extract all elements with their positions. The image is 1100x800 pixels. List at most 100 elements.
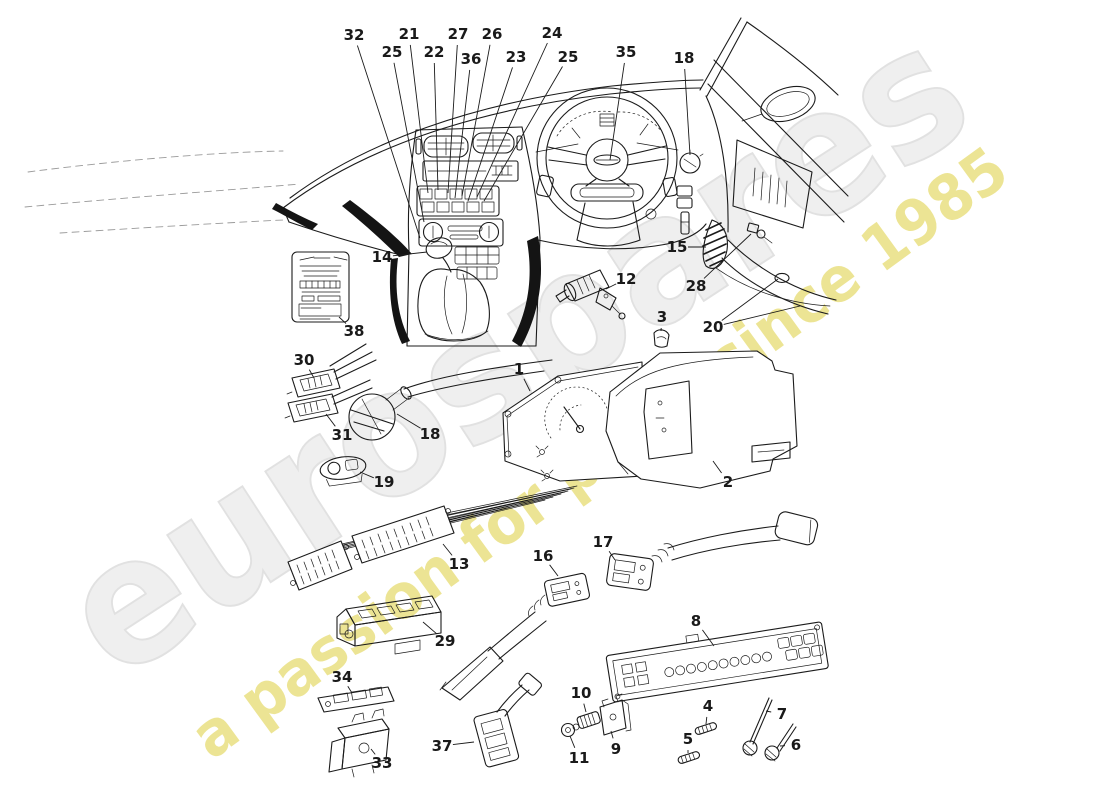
leader-line (396, 413, 421, 429)
leader-line (442, 543, 453, 556)
steering-column (536, 174, 678, 247)
leader-line (605, 283, 617, 290)
part-number-label: 30 (294, 351, 315, 369)
leader-line (684, 68, 691, 156)
part-number-label: 26 (482, 25, 503, 43)
callout-15: 15 (667, 238, 706, 256)
leader-line (476, 42, 548, 198)
callout-21: 21 (399, 25, 429, 194)
part-number-label: 34 (332, 668, 353, 686)
steering-wheel (535, 87, 679, 247)
callout-7: 7 (765, 705, 787, 723)
callout-25: 25 (382, 43, 425, 223)
part-17-column-stalk (606, 511, 819, 591)
watermark: eurospares a passion for parts since 198… (27, 0, 1021, 773)
callout-18: 18 (674, 49, 695, 156)
leader-line (703, 233, 752, 279)
part-number-label: 22 (424, 43, 445, 61)
leader-line (370, 748, 376, 755)
part-number-label: 13 (449, 555, 470, 573)
part-19-switch (319, 456, 367, 487)
part-30-connector (291, 343, 377, 398)
leader-line (433, 62, 439, 191)
gear-shifter (417, 237, 500, 342)
part-number-label: 24 (542, 24, 563, 42)
callout-5: 5 (683, 730, 693, 753)
callout-20: 20 (703, 278, 801, 336)
specification-label (291, 251, 350, 323)
callout-3: 3 (657, 308, 667, 332)
callout-9: 9 (610, 730, 621, 758)
center-console (389, 126, 542, 347)
part-number-label: 5 (683, 730, 693, 748)
part-10-barrel (572, 711, 601, 731)
leader-line (461, 44, 491, 197)
part-number-label: 4 (703, 697, 713, 715)
leader-line (569, 735, 576, 748)
leader-line (325, 413, 336, 427)
leader-line (610, 730, 614, 739)
part-number-label: 21 (399, 25, 420, 43)
part-number-label: 3 (657, 308, 667, 326)
leader-line (409, 44, 429, 194)
part-number-label: 16 (533, 547, 554, 565)
callout-17: 17 (593, 533, 616, 561)
leader-line (523, 378, 531, 392)
part-number-label: 6 (791, 736, 801, 754)
door-panel (699, 17, 849, 315)
callout-11: 11 (569, 735, 589, 767)
callout-38: 38 (338, 316, 364, 340)
part-number-label: 18 (674, 49, 695, 67)
part-number-label: 27 (448, 25, 469, 43)
switch-bank (416, 185, 500, 217)
callout-22: 22 (424, 43, 445, 191)
leader-line (549, 564, 559, 577)
part-4-pin (694, 722, 718, 735)
grommet (774, 272, 790, 284)
callout-6: 6 (779, 736, 801, 754)
leader-line (712, 460, 722, 474)
part-31-connector (284, 379, 373, 423)
part-number-label: 1 (514, 360, 524, 378)
part-number-label: 7 (777, 705, 787, 723)
part-number-label: 20 (703, 318, 724, 336)
part-number-label: 32 (344, 26, 365, 44)
callout-24: 24 (476, 24, 563, 198)
leader-line (452, 741, 475, 746)
callout-29: 29 (422, 621, 456, 650)
leader-line (705, 716, 708, 725)
leader-line (702, 629, 715, 647)
part-29-switch-pack (336, 595, 442, 655)
leader-line (609, 62, 625, 161)
part-number-label: 33 (372, 754, 393, 772)
part-number-label: 28 (686, 277, 707, 295)
radio-slot (422, 160, 519, 182)
leader-line (765, 710, 772, 713)
part-number-label: 31 (332, 426, 353, 444)
part-number-label: 29 (435, 632, 456, 650)
watermark-brand-text: eurospares (28, 0, 1002, 718)
callout-35: 35 (609, 43, 636, 161)
callout-2: 2 (712, 460, 733, 491)
callout-14: 14 (372, 248, 428, 266)
callout-1: 1 (514, 360, 531, 392)
scuttle-lines (24, 150, 301, 234)
leader-line (422, 621, 437, 635)
part-number-label: 25 (382, 43, 403, 61)
callout-4: 4 (703, 697, 713, 725)
callout-28: 28 (686, 233, 752, 295)
callout-27: 27 (447, 25, 469, 194)
part-9-micro-switch (599, 693, 632, 736)
part-number-label: 14 (372, 248, 393, 266)
gauge-face-behind-wheel (535, 110, 679, 153)
callout-37: 37 (432, 737, 475, 755)
part-6-screw (764, 723, 797, 762)
part-number-label: 36 (461, 50, 482, 68)
leader-line (454, 69, 471, 199)
wing-mirror-icon (760, 85, 816, 123)
part-33-bracket (328, 708, 390, 778)
leader-line (393, 62, 425, 223)
callout-31: 31 (325, 413, 353, 444)
